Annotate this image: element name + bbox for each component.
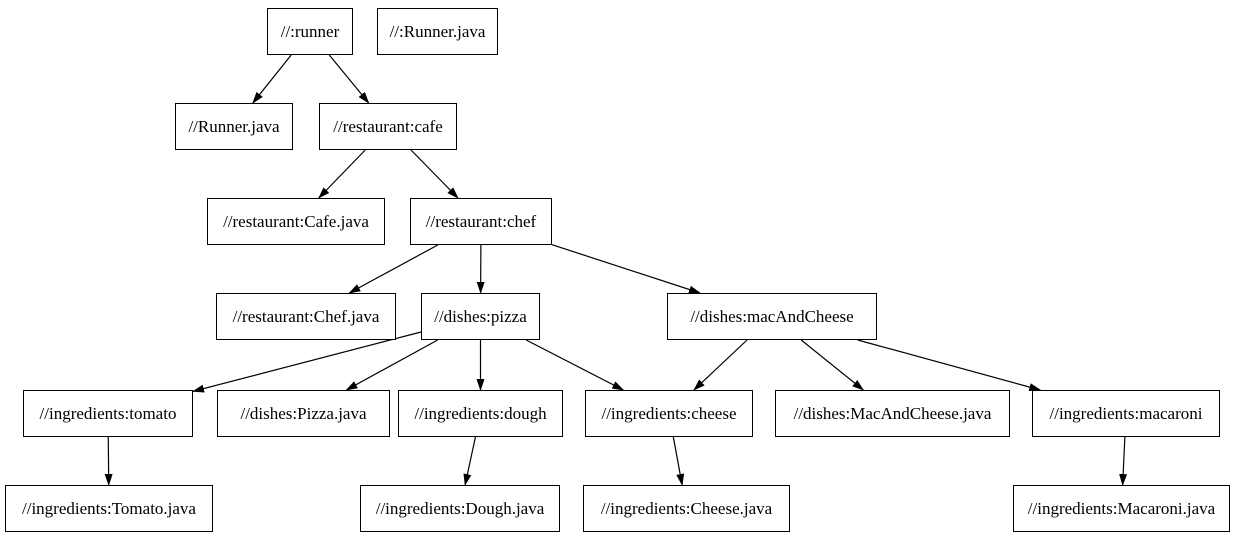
graph-edge-cafe-to-chef (410, 149, 459, 199)
graph-node-chef-java: //restaurant:Chef.java (216, 293, 396, 340)
graph-node-runner: //:runner (267, 8, 353, 55)
graph-edge-chef-to-chef-java (348, 244, 438, 294)
graph-node-chef: //restaurant:chef (410, 198, 552, 245)
graph-edge-mac-and-cheese-to-macaroni (857, 339, 1042, 391)
graph-edge-runner-to-cafe (328, 54, 370, 104)
graph-node-mac-and-cheese-java: //dishes:MacAndCheese.java (775, 390, 1010, 437)
graph-node-pizza-java: //dishes:Pizza.java (217, 390, 390, 437)
graph-node-cafe: //restaurant:cafe (319, 103, 457, 150)
graph-node-tomato: //ingredients:tomato (23, 390, 193, 437)
graph-node-cheese-java: //ingredients:Cheese.java (583, 485, 790, 532)
graph-edge-tomato-to-tomato-java (104, 436, 113, 486)
graph-node-macaroni: //ingredients:macaroni (1032, 390, 1220, 437)
graph-edge-chef-to-mac-and-cheese (551, 244, 701, 294)
graph-node-cheese: //ingredients:cheese (585, 390, 753, 437)
graph-edge-cheese-to-cheese-java (672, 436, 685, 486)
graph-edge-dough-to-dough-java (463, 436, 477, 486)
graph-edge-runner-to-runner-java (252, 54, 292, 104)
graph-edge-pizza-to-tomato (192, 331, 422, 393)
graph-edge-mac-and-cheese-to-cheese (693, 339, 748, 391)
graph-edge-mac-and-cheese-to-mac-and-cheese-java (800, 339, 865, 391)
graph-node-runner-java: //Runner.java (175, 103, 293, 150)
graph-edge-pizza-to-cheese (525, 339, 625, 391)
graph-edge-pizza-to-pizza-java (345, 339, 438, 391)
graph-node-pizza: //dishes:pizza (421, 293, 540, 340)
graph-node-dough-java: //ingredients:Dough.java (360, 485, 560, 532)
graph-node-mac-and-cheese: //dishes:macAndCheese (667, 293, 877, 340)
graph-node-tomato-java: //ingredients:Tomato.java (5, 485, 213, 532)
graph-edge-macaroni-to-macaroni-java (1119, 436, 1128, 486)
graph-edge-cafe-to-cafe-java (318, 149, 366, 199)
graph-node-cafe-java: //restaurant:Cafe.java (207, 198, 385, 245)
graph-node-macaroni-java: //ingredients:Macaroni.java (1013, 485, 1230, 532)
graph-node-runner-java-root: //:Runner.java (377, 8, 498, 55)
graph-node-dough: //ingredients:dough (398, 390, 563, 437)
